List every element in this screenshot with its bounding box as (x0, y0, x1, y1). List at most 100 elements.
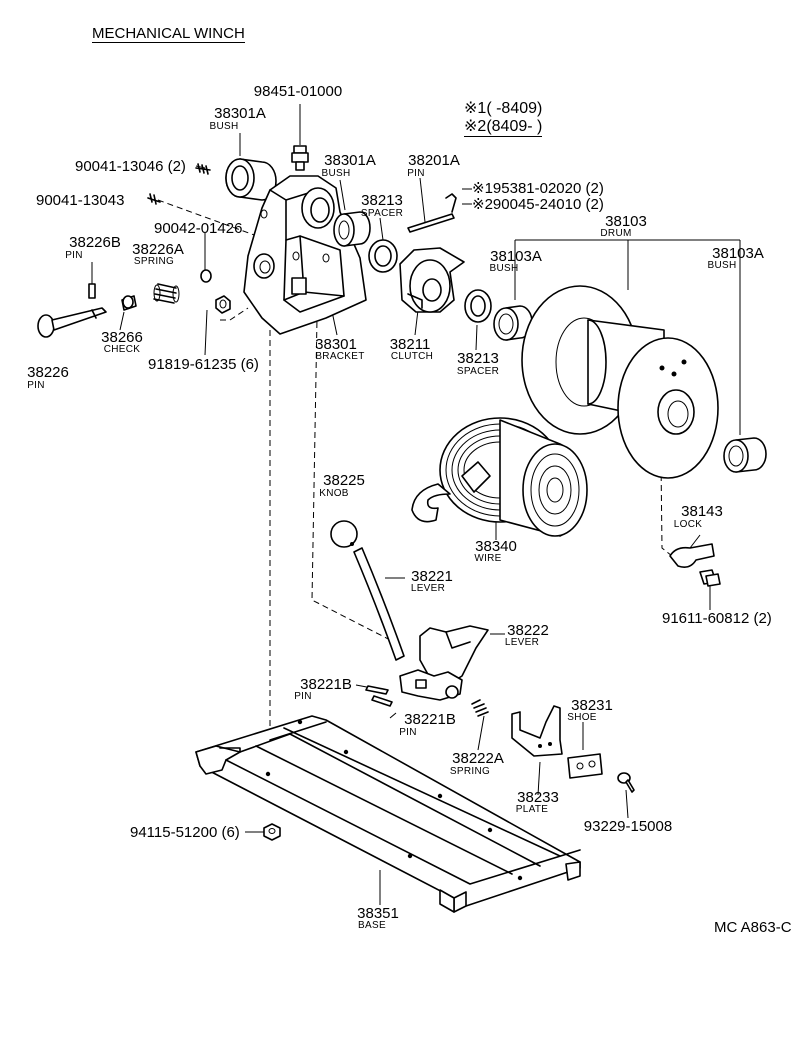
spacer-38213-top (368, 239, 398, 273)
lever-38222 (399, 625, 489, 701)
pins-38221B (365, 685, 393, 707)
part-name-knob: KNOB (319, 488, 349, 499)
part-name-lever-38222: LEVER (504, 637, 540, 648)
drum-38103 (521, 285, 719, 479)
spacer-38213-bot (464, 289, 492, 323)
part-number-38340: 38340 (475, 538, 517, 555)
part-name-base: BASE (358, 920, 386, 931)
part-number-38226B: 38226B (69, 234, 121, 251)
part-name-lock: LOCK (673, 519, 703, 530)
part-number-91819-61235: 91819-61235 (6) (148, 356, 259, 373)
bush-38103A-right (723, 437, 767, 473)
bush-38103A-left (493, 305, 533, 341)
part-number-38231: 38231 (571, 697, 613, 714)
spring-38226A (153, 283, 180, 304)
check-38266 (121, 295, 137, 311)
part-name-spacer-bot: SPACER (456, 366, 500, 377)
spring-38222A (471, 699, 489, 717)
grease-nipple-small (705, 573, 721, 587)
part-number-98451-01000: 98451-01000 (253, 83, 343, 100)
part-number-38222A: 38222A (452, 750, 504, 767)
bush-38301A-mid (333, 211, 371, 247)
lever-38221 (353, 547, 405, 661)
shoe-38231 (567, 753, 603, 779)
bush-38301A-top (225, 158, 277, 201)
part-number-38233: 38233 (517, 789, 559, 806)
note-2-text: (8409- ) (486, 118, 543, 135)
part-name-bush-top: BUSH (209, 121, 239, 132)
part-number-90042-01426: 90042-01426 (154, 220, 243, 237)
part-number-90041-13046: 90041-13046 (2) (75, 158, 186, 175)
knob-38225 (330, 520, 358, 548)
part-number-38103: 38103 (605, 213, 647, 230)
part-name-pin-38226: PIN (27, 380, 45, 391)
part-number-38226A: 38226A (132, 241, 184, 258)
bolt-93229 (617, 772, 635, 793)
pin-38226 (37, 307, 107, 338)
nut-94115 (263, 823, 281, 841)
part-number-38211: 38211 (389, 336, 431, 353)
part-name-clutch: CLUTCH (390, 351, 434, 362)
part-number-38221: 38221 (411, 568, 453, 585)
part-name-plate: PLATE (515, 804, 549, 815)
part-number-38301A-mid: 38301A (324, 152, 376, 169)
figure-code: MC A863-C (714, 919, 792, 936)
part-name-pin-38201A: PIN (407, 168, 425, 179)
part-name-drum: DRUM (600, 228, 632, 239)
clutch-38211 (399, 247, 465, 313)
pin-38201A (407, 193, 457, 233)
part-name-bush-38103A-left: BUSH (489, 263, 519, 274)
note-1-text: ( -8409) (486, 100, 543, 117)
nut-91819-61235 (215, 295, 231, 314)
part-number-38301: 38301 (315, 336, 357, 353)
part-number-195381-02020: ※195381-02020 (2) (472, 180, 604, 197)
assembly-dashed-lines (157, 199, 673, 770)
part-name-lever-38221: LEVER (410, 583, 446, 594)
part-name-shoe: SHOE (567, 712, 597, 723)
part-name-check: CHECK (103, 344, 141, 355)
part-name-wire: WIRE (474, 553, 502, 564)
grease-nipple-98451 (291, 145, 309, 171)
diagram-title: MECHANICAL WINCH (92, 25, 245, 43)
part-number-290045-24010: ※290045-24010 (2) (472, 196, 604, 213)
part-name-bush-mid: BUSH (321, 168, 351, 179)
part-number-91611-60812: 91611-60812 (2) (662, 610, 772, 627)
part-name-bracket: BRACKET (315, 351, 365, 362)
plate-38233 (511, 705, 563, 757)
part-number-38222: 38222 (507, 622, 549, 639)
part-number-38103A-right: 38103A (712, 245, 764, 262)
part-name-pin-38226B: PIN (65, 250, 83, 261)
screw-90041-13043 (147, 193, 161, 205)
part-number-38221B-a: 38221B (300, 676, 352, 693)
part-name-spring-38226A: SPRING (133, 256, 175, 267)
part-number-90041-13043: 90041-13043 (36, 192, 125, 209)
part-number-38351: 38351 (357, 905, 399, 922)
part-number-38266: 38266 (101, 329, 143, 346)
part-name-spring-38222A: SPRING (449, 766, 491, 777)
part-number-93229-15008: 93229-15008 (583, 818, 673, 835)
wire-coil-38340 (411, 417, 588, 537)
part-number-38226: 38226 (27, 364, 69, 381)
part-name-bush-38103A-right: BUSH (707, 260, 737, 271)
part-number-94115-51200: 94115-51200 (6) (130, 824, 240, 841)
pin-38226B (88, 283, 96, 299)
part-number-38201A: 38201A (408, 152, 460, 169)
note-1-mark: ※1 (464, 100, 487, 117)
base-38351 (195, 715, 581, 913)
note-2-mark: ※2 (464, 118, 487, 135)
part-number-38301A-top: 38301A (214, 105, 266, 122)
part-number-38213-top: 38213 (361, 192, 403, 209)
part-name-pin-38221B-a: PIN (294, 691, 312, 702)
part-number-38103A-left: 38103A (490, 248, 542, 265)
part-number-38213-bot: 38213 (457, 350, 499, 367)
part-number-38225: 38225 (323, 472, 365, 489)
part-name-pin-38221B-b: PIN (399, 727, 417, 738)
leader-lines (91, 104, 741, 905)
bracket-38301 (243, 175, 367, 335)
part-number-38221B-b: 38221B (404, 711, 456, 728)
screw-90041-13046 (195, 163, 211, 175)
washer-90042-01426 (200, 269, 212, 283)
note-1: ※1( -8409) (464, 101, 542, 117)
